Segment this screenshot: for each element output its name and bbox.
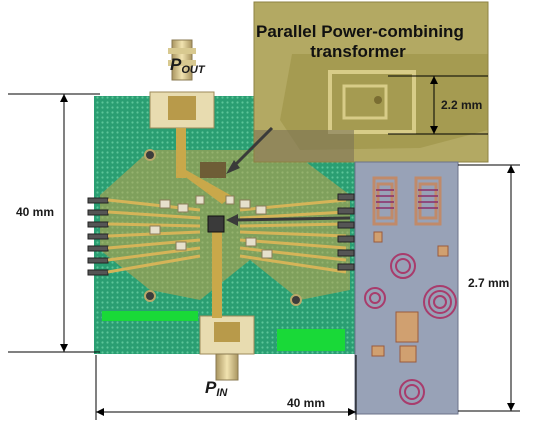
- dim-bottom-label: 40 mm: [287, 396, 326, 410]
- pin-label: PIN: [205, 378, 227, 399]
- transformer-title: Parallel Power-combining transformer: [256, 22, 464, 62]
- transformer-micrograph: [253, 1, 489, 163]
- green-pad-left: [102, 311, 198, 321]
- dim-transformer-label: 2.2 mm: [441, 98, 483, 112]
- right-header: [337, 193, 355, 271]
- dimension-lines: [8, 75, 520, 420]
- pout-label-sub: OUT: [181, 64, 205, 76]
- green-pad-right: [277, 329, 345, 351]
- pout-connector: [149, 39, 215, 129]
- pointer-arrows: [226, 126, 351, 226]
- pout-label-main: P: [170, 55, 182, 74]
- pin-label-sub: IN: [216, 387, 228, 399]
- pin-label-main: P: [205, 378, 217, 397]
- dimension-arrowheads: [60, 76, 515, 416]
- left-header: [87, 197, 109, 276]
- dim-left-label: 40 mm: [16, 205, 55, 219]
- pcb-chip: [207, 215, 225, 233]
- bias-components: [149, 195, 273, 259]
- transformer-title-line2: transformer: [310, 42, 406, 61]
- dim-chip-label: 2.7 mm: [468, 276, 510, 290]
- pin-connector: [199, 315, 255, 381]
- transformer-title-line1: Parallel Power-combining: [256, 22, 464, 41]
- chip-micrograph: [354, 161, 459, 415]
- pout-label: POUT: [170, 55, 205, 76]
